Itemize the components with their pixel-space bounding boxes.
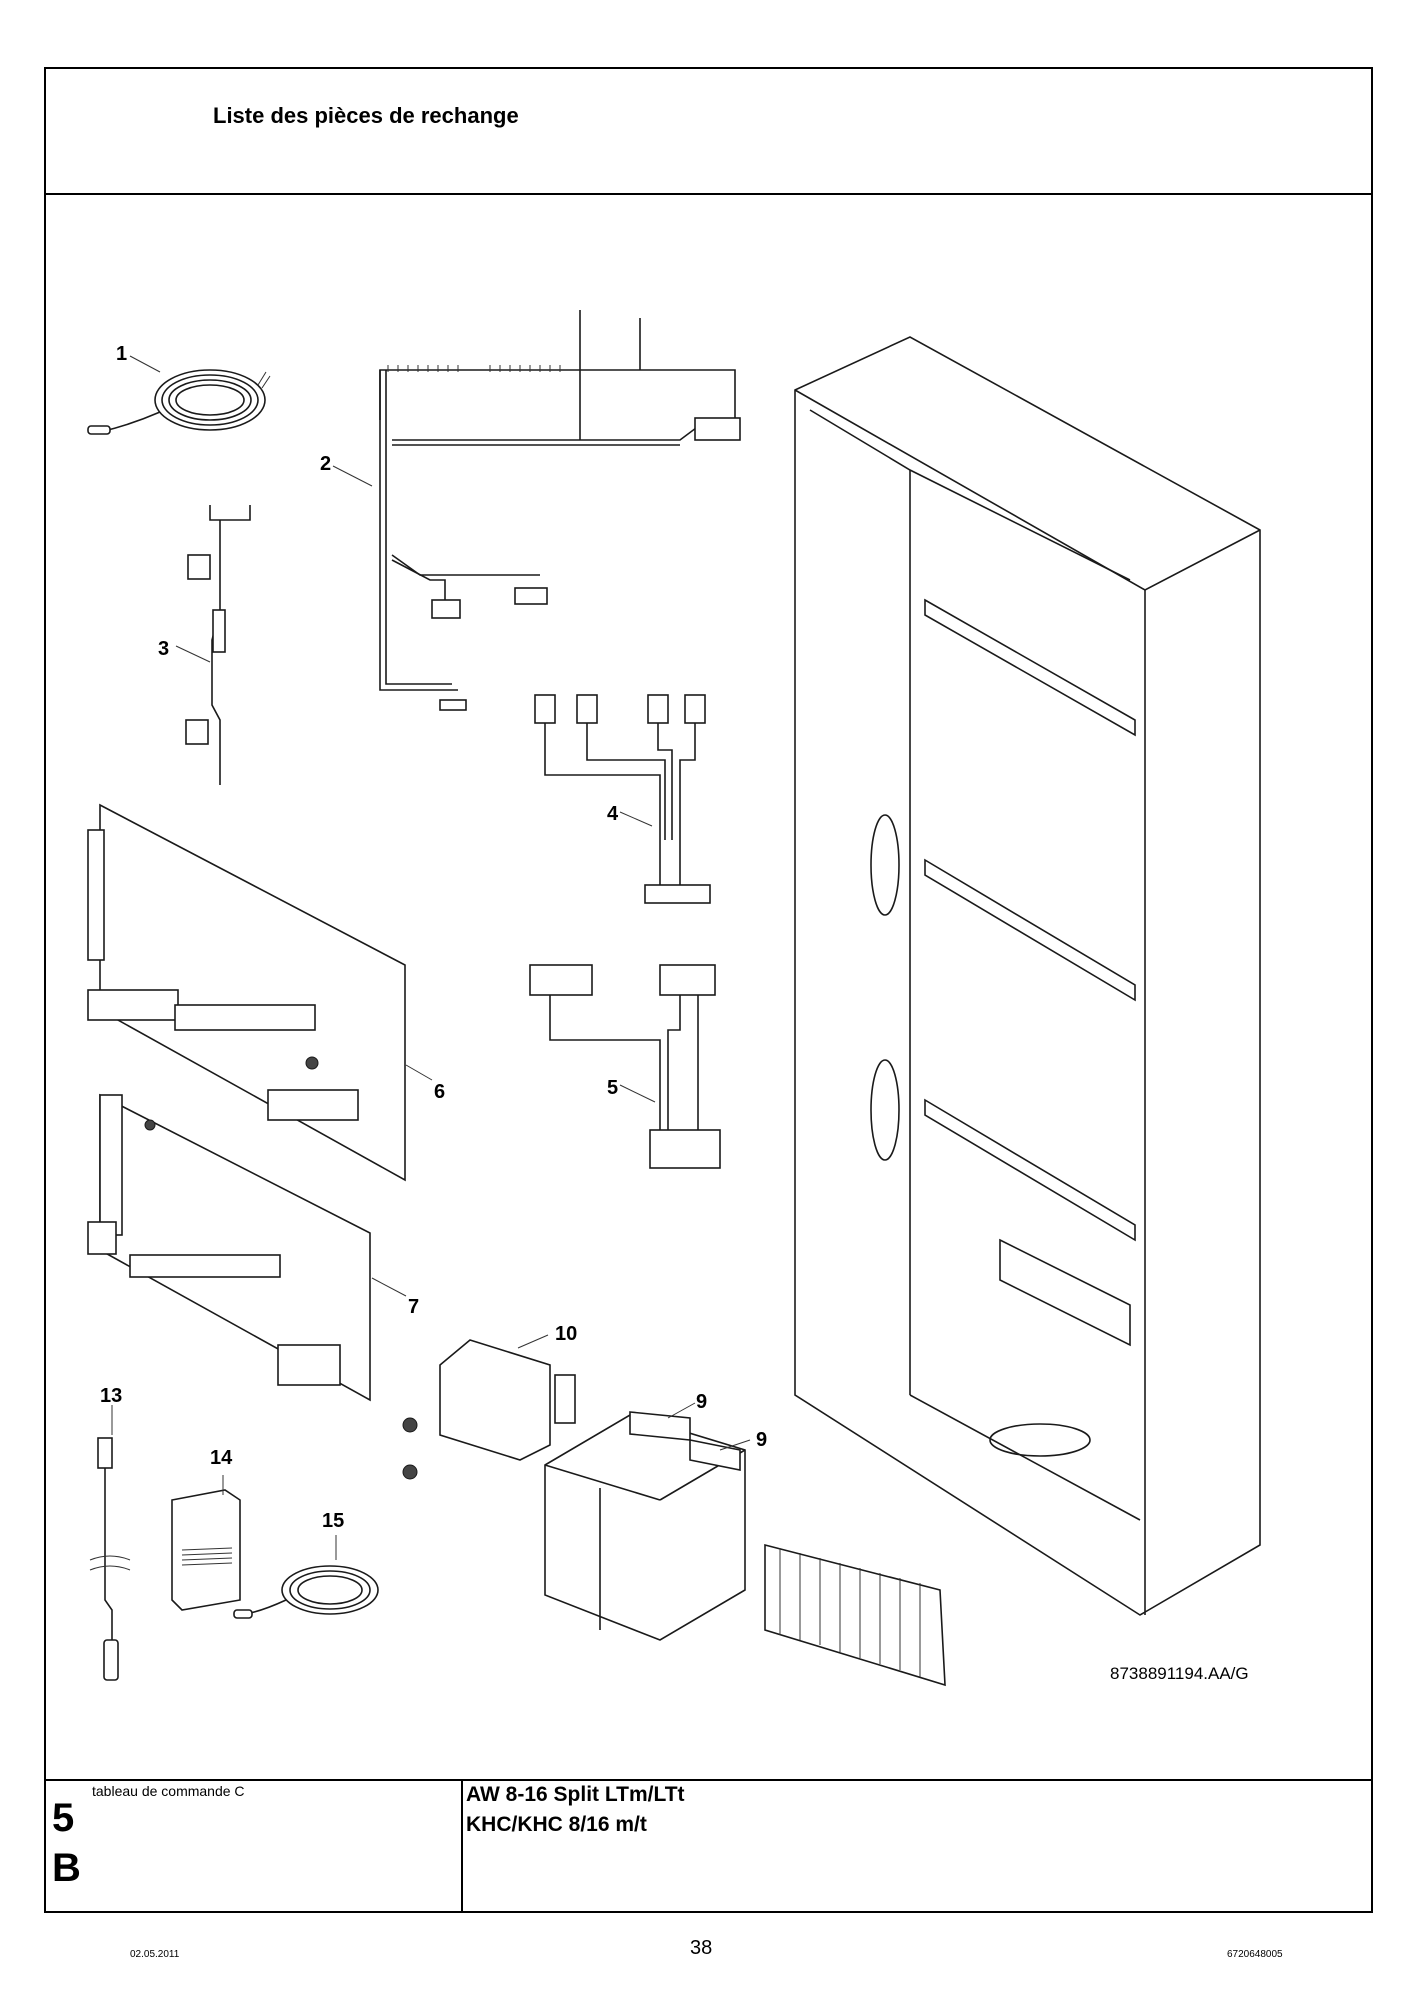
callout-3: 3 [158, 638, 169, 660]
page-frame [44, 67, 1373, 1913]
footer-column-divider [461, 1779, 463, 1913]
part-9-contactor-block [544, 1411, 746, 1641]
part-3-cable-connectors [185, 505, 251, 785]
part-4-connector-harness [534, 694, 711, 904]
print-date: 02.05.2011 [130, 1949, 180, 1960]
part-15-outdoor-sensor [233, 1565, 379, 1619]
terminal-strip [764, 1543, 946, 1687]
section-number: 5 [52, 1796, 75, 1840]
document-number: 6720648005 [1227, 1949, 1283, 1960]
page-number: 38 [690, 1937, 713, 1959]
part-10-relay [402, 1339, 576, 1480]
model-line-2: KHC/KHC 8/16 m/t [466, 1813, 647, 1836]
callout-6: 6 [434, 1081, 445, 1103]
part-7-secondary-pcb [87, 1093, 371, 1402]
footer-subtitle: tableau de commande C [92, 1783, 245, 1799]
callout-10: 10 [555, 1323, 577, 1345]
page-title: Liste des pièces de rechange [213, 103, 519, 128]
part-14-room-sensor [171, 1489, 241, 1611]
footer-divider [44, 1779, 1373, 1781]
callout-5: 5 [607, 1077, 618, 1099]
drawing-reference: 8738891194.AA/G [1110, 1664, 1249, 1683]
section-letter: B [52, 1846, 81, 1890]
callout-13: 13 [100, 1385, 122, 1407]
callout-15: 15 [322, 1510, 344, 1532]
header-divider [44, 193, 1373, 195]
part-5-connector-harness [529, 964, 721, 1169]
callout-4: 4 [607, 803, 619, 825]
housing-frame [794, 336, 1261, 1616]
callout-2: 2 [320, 453, 331, 475]
part-6-main-pcb [87, 803, 406, 1182]
part-1-sensor-cable [87, 369, 271, 435]
exploded-parts-drawing: 1 2 3 4 5 6 7 9 9 10 13 14 15 [46, 195, 1371, 1779]
part-13-sensor [89, 1437, 131, 1681]
model-line-1: AW 8-16 Split LTm/LTt [466, 1783, 685, 1806]
callout-7: 7 [408, 1296, 419, 1318]
callout-1: 1 [116, 343, 127, 365]
callout-14: 14 [210, 1447, 233, 1469]
callout-9b: 9 [756, 1429, 767, 1451]
callout-9a: 9 [696, 1391, 707, 1413]
part-2-wiring-harness [379, 310, 741, 711]
